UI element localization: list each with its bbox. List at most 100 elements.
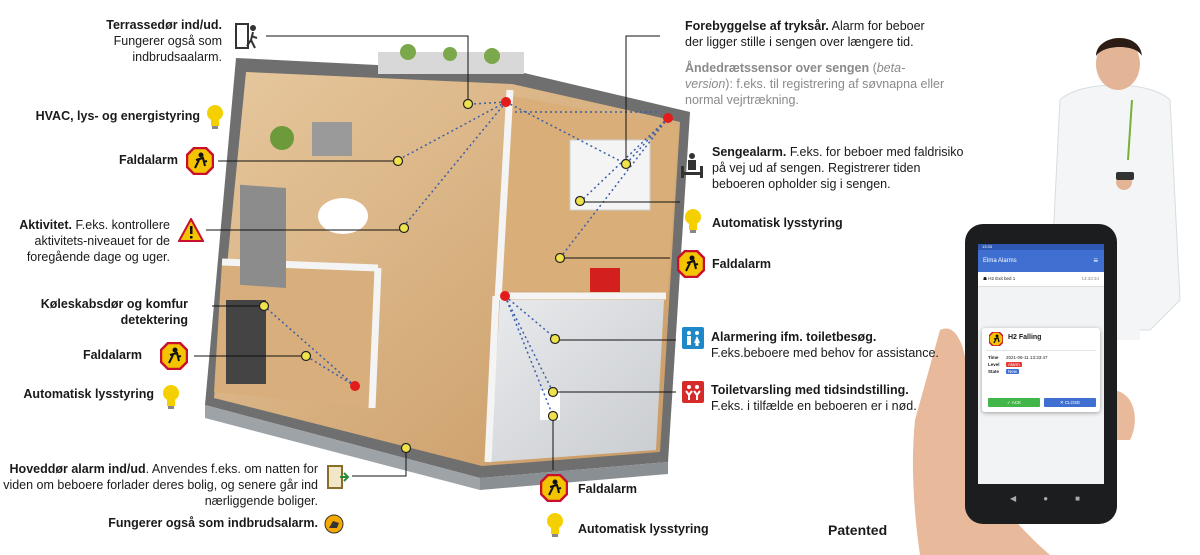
toilet-sign-icon	[682, 327, 704, 349]
sensor-yellow	[547, 410, 559, 422]
sensor-red	[350, 381, 360, 391]
sensor-yellow	[547, 386, 559, 398]
level-row: Level Alarm	[982, 361, 1100, 368]
list-item[interactable]: ☗ H2 Exit bed 1 13:33:34	[978, 272, 1104, 287]
time-label: Time	[988, 355, 999, 360]
bed-person-icon	[681, 153, 703, 178]
fall-alarm-label-right: Faldalarm	[712, 256, 832, 272]
light-text-right: Automatisk lysstyring	[712, 216, 843, 230]
phone-screen: 13:33 Elma Alarms ≡ ☗ H2 Exit bed 1 13:3…	[978, 244, 1104, 484]
breath-paren: (	[869, 61, 877, 75]
nav-back-icon[interactable]: ◀	[1010, 494, 1017, 503]
toilet-title: Alarmering ifm. toiletbesøg.	[711, 330, 877, 344]
nav-home-icon[interactable]: ●	[1043, 494, 1049, 503]
alarm-title: H2 Falling	[1008, 334, 1042, 341]
fall-text: Faldalarm	[118, 153, 178, 167]
fall-alarm-icon	[677, 250, 705, 278]
sensor-yellow	[398, 222, 410, 234]
breath-beta: beta-version	[685, 61, 906, 91]
menu-icon[interactable]: ≡	[1093, 256, 1098, 265]
door-person-icon	[235, 23, 258, 49]
bed-alarm-label: Sengealarm. F.eks. for beboer med faldri…	[712, 144, 972, 192]
close-button[interactable]: ✕ CLOSE	[1044, 398, 1096, 407]
activity-label: Aktivitet. F.eks. kontrollere aktivitets…	[10, 217, 170, 265]
fall-alarm-icon	[160, 342, 188, 370]
toilet-alert-label: Alarmering ifm. toiletbesøg. F.eks.beboer…	[711, 329, 971, 361]
timer-title: Toiletvarsling med tidsindstilling.	[711, 383, 909, 397]
burglar-icon	[324, 514, 344, 534]
fall-alarm-icon	[989, 332, 1003, 346]
terrace-title: Terrassedør ind/ud.	[106, 18, 222, 32]
level-badge: Alarm	[1006, 362, 1022, 367]
status-time: 13:33	[982, 244, 993, 249]
toilet-desc: F.eks.beboere med behov for assistance.	[711, 346, 939, 360]
auto-light-label-left: Automatisk lysstyring	[0, 386, 154, 402]
app-bar: Elma Alarms ≡	[978, 250, 1104, 272]
front-wall-right	[480, 462, 668, 490]
armchair	[312, 122, 352, 156]
burglar-label: Fungerer også som indbrudsalarm.	[60, 515, 318, 531]
planter-plant	[400, 44, 416, 60]
lightbulb-icon	[547, 513, 563, 537]
patented-text: Patented	[828, 522, 888, 538]
sensor-yellow	[300, 350, 312, 362]
fall-alarm-icon	[540, 474, 568, 502]
breath-desc: ): f.eks. til registrering af søvnapna e…	[685, 77, 945, 107]
terrace-desc: Fungerer også som indbrudsaalarm.	[113, 34, 222, 64]
planter-plant	[484, 48, 500, 64]
fridge-stove-label: Køleskabsdør og komfur detektering	[40, 296, 188, 328]
door-desc: . Anvendes f.eks. om natten for viden om…	[3, 462, 318, 508]
auto-light-label-right: Automatisk lysstyring	[712, 215, 912, 231]
timer-desc: F.eks. i tilfælde en beboeren er i nød.	[711, 399, 917, 413]
fall-alarm-label-2: Faldalarm	[40, 347, 142, 363]
fall-text-right: Faldalarm	[712, 257, 772, 271]
sensor-yellow	[554, 252, 566, 264]
sensor-yellow	[258, 300, 270, 312]
round-table	[318, 198, 368, 234]
hvac-text: HVAC, lys- og energistyring	[35, 109, 200, 123]
door-title: Hoveddør alarm ind/ud	[9, 462, 146, 476]
bed-title: Sengealarm.	[712, 145, 787, 159]
lightbulb-icon	[207, 105, 223, 129]
state-label: State	[988, 369, 1000, 374]
planter-plant	[443, 47, 457, 61]
lightbulb-icon	[163, 385, 179, 409]
door-exit-icon	[327, 465, 350, 489]
wall-bedroom	[494, 89, 514, 301]
fall-alarm-label: Faldalarm	[60, 152, 178, 168]
red-chair	[590, 268, 620, 292]
activity-desc: F.eks. kontrollere aktivitets-niveauet f…	[26, 218, 170, 264]
lightbulb-icon	[685, 209, 701, 233]
breathing-sensor-label: Åndedrætssensor over sengen (beta-versio…	[685, 60, 945, 108]
terrace-door-label: Terrassedør ind/ud. Fungerer også som in…	[80, 17, 222, 65]
sensor-red	[663, 113, 673, 123]
auto-light-label-bottom: Automatisk lysstyring	[578, 521, 778, 537]
activity-title: Aktivitet.	[19, 218, 73, 232]
sensor-yellow-group	[258, 98, 632, 454]
front-wall	[205, 405, 480, 490]
state-badge: New	[1006, 369, 1020, 374]
bed-desc: F.eks. for beboer med faldrisiko på vej …	[712, 145, 964, 191]
fall-alarm-label-bottom: Faldalarm	[578, 481, 698, 497]
sensor-red	[501, 97, 511, 107]
level-label: Level	[988, 362, 1000, 367]
hvac-label: HVAC, lys- og energistyring	[20, 108, 200, 124]
phone-nav-bar: ◀ ● ■	[1010, 494, 1080, 504]
pressure-desc: Alarm for beboer der ligger stille i sen…	[685, 19, 925, 49]
sensor-red	[500, 291, 510, 301]
time-value: 2021-06-11 13:33:47	[1006, 355, 1048, 360]
wall-kitchen2	[368, 267, 382, 409]
ack-button[interactable]: ✓ ACK	[988, 398, 1040, 407]
pressure-ulcer-label: Forebyggelse af tryksår. Alarm for beboe…	[685, 18, 945, 50]
sensor-yellow	[574, 195, 586, 207]
time-row: Time 2021-06-11 13:33:47	[982, 354, 1100, 361]
burglar-text: Fungerer også som indbrudsalarm.	[108, 516, 318, 530]
person-icon: ☗	[983, 276, 989, 281]
fall-text-bottom: Faldalarm	[578, 482, 638, 496]
wall-bath2	[484, 295, 500, 463]
nav-recent-icon[interactable]: ■	[1075, 494, 1080, 503]
warning-triangle-icon	[178, 218, 204, 242]
plant	[270, 126, 294, 150]
list-item-label: H2 Exit bed 1	[988, 276, 1016, 281]
